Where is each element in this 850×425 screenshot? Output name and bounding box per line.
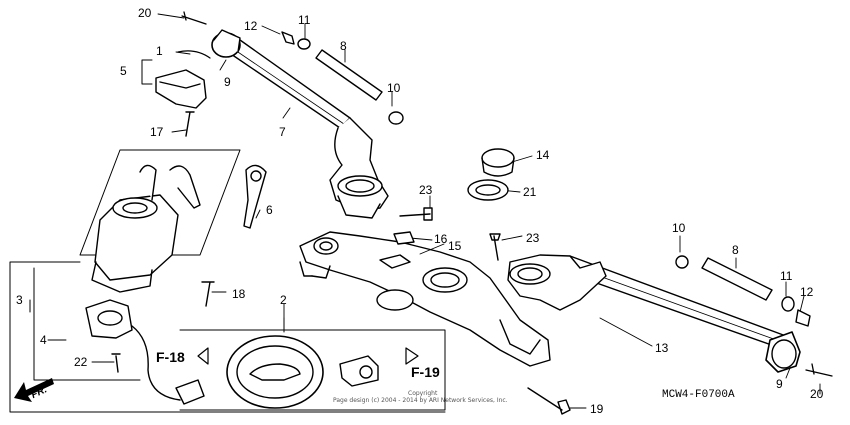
part-label-2: 2 (280, 293, 287, 307)
part-label-23: 23 (419, 183, 433, 197)
part-label-8b: 8 (732, 243, 739, 257)
part-label-10: 10 (387, 81, 401, 95)
left-handlebar (211, 29, 389, 219)
part-label-10b: 10 (672, 221, 686, 235)
part-label-8: 8 (340, 39, 347, 53)
part-label-17: 17 (150, 125, 164, 139)
part-label-3: 3 (16, 293, 23, 307)
part-label-13: 13 (655, 341, 669, 355)
part-label-22: 22 (74, 355, 88, 369)
part-label-19: 19 (590, 402, 604, 416)
right-handlebar (507, 254, 801, 373)
part-label-6: 6 (266, 203, 273, 217)
part-label-16: 16 (434, 232, 448, 246)
copyright-line-1: Copyright (408, 390, 438, 397)
part-label-20b: 20 (810, 387, 824, 401)
part-label-5: 5 (120, 64, 127, 78)
part-label-11: 11 (298, 13, 311, 27)
reference-f19[interactable]: F-19 (411, 364, 440, 380)
part-label-1: 1 (156, 44, 163, 58)
part-label-21: 21 (523, 185, 537, 199)
part-label-12: 12 (244, 19, 258, 33)
part-label-7: 7 (279, 125, 286, 139)
top-bridge (299, 231, 551, 367)
part-label-18: 18 (232, 287, 246, 301)
ignition-switch (79, 149, 267, 293)
part-label-9b: 9 (776, 377, 783, 391)
reference-f18[interactable]: F-18 (156, 349, 185, 365)
diagram-code: MCW4-F0700A (662, 389, 735, 401)
part-label-12b: 12 (800, 285, 814, 299)
switch-housing-left (155, 50, 211, 109)
part-label-11b: 11 (780, 269, 793, 283)
copyright-line-2: Page design (c) 2004 - 2014 by ARI Netwo… (333, 397, 508, 404)
part-label-20: 20 (138, 6, 152, 20)
part-label-23b: 23 (526, 231, 540, 245)
cap-assembly (226, 335, 379, 409)
immobilizer-unit (85, 299, 205, 405)
part-label-15: 15 (448, 239, 462, 253)
part-label-4: 4 (40, 333, 47, 347)
part-label-14: 14 (536, 148, 550, 162)
part-label-9: 9 (224, 75, 231, 89)
